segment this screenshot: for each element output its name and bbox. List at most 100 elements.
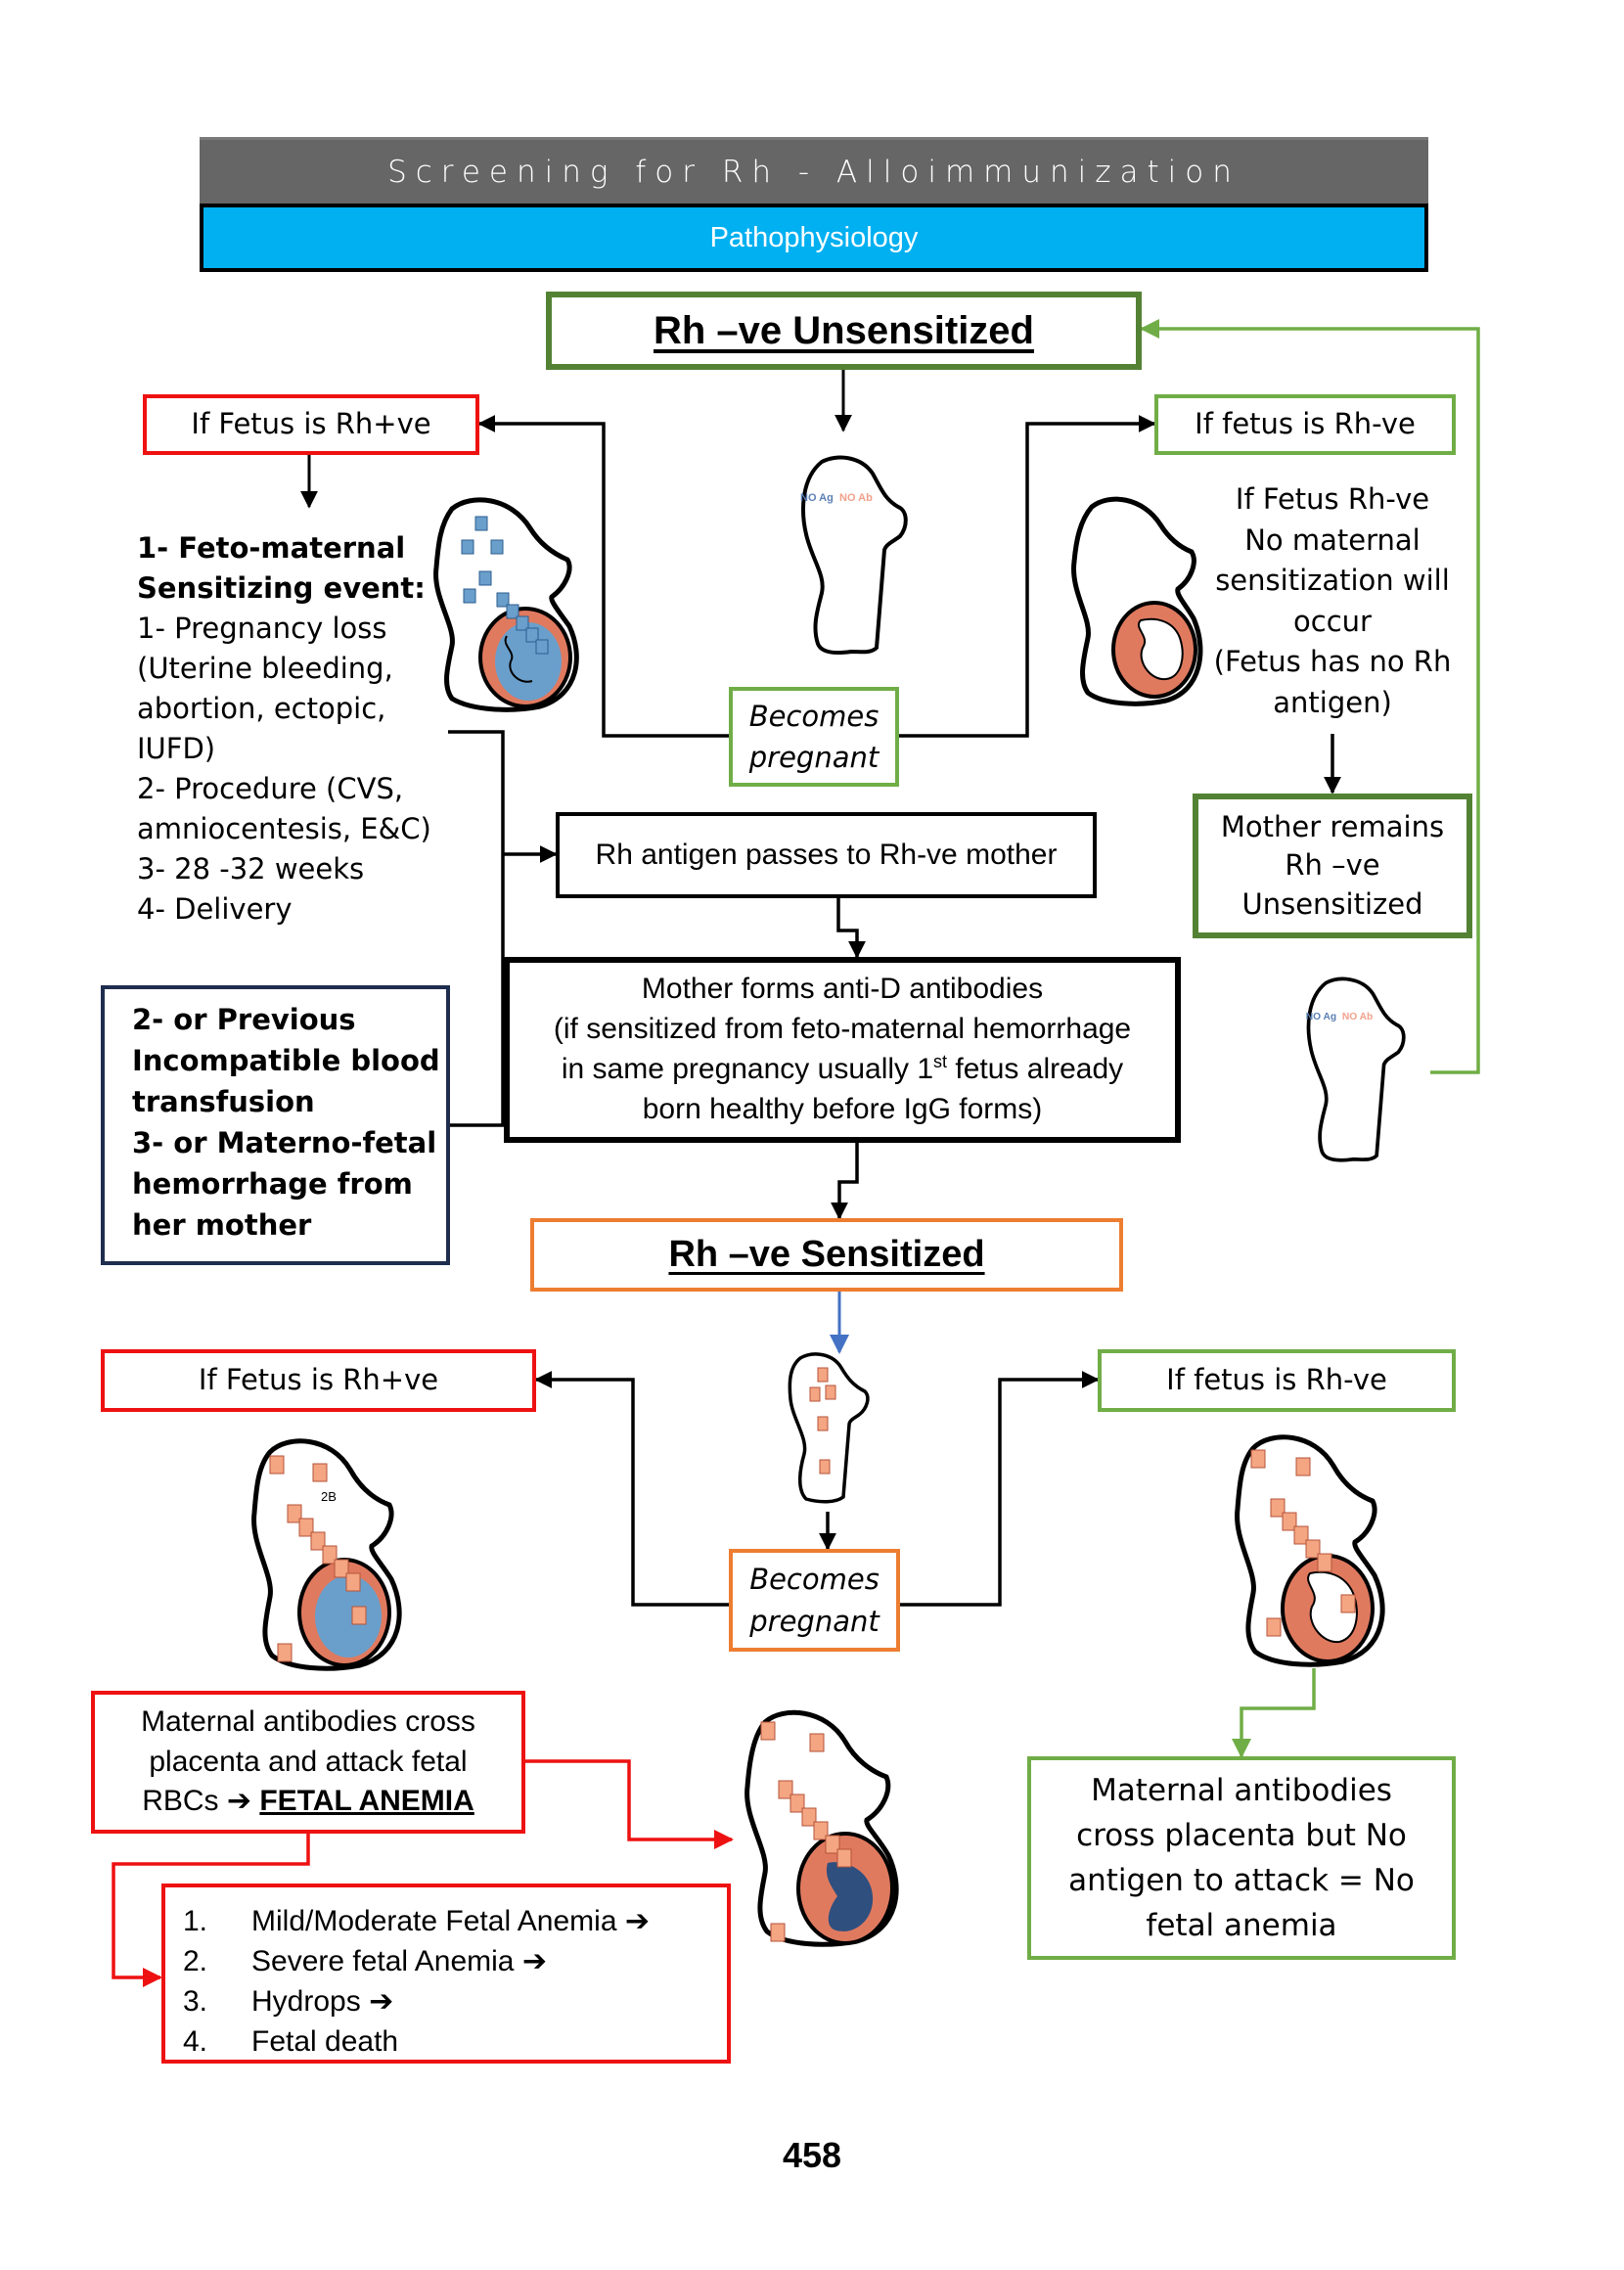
- event-line: amniocentesis, E&C): [137, 812, 431, 845]
- no-anemia-line: Maternal antibodies: [1091, 1773, 1392, 1808]
- attack-line1: Maternal antibodies cross: [141, 1704, 475, 1738]
- right-arrow-icon: ➔: [521, 1944, 547, 1978]
- pregnant-woman-rh-negative-antibodies-icon: [1235, 1434, 1385, 1667]
- other-cause-line: her mother: [132, 1208, 312, 1242]
- becomes-pregnant-box: Becomes pregnant: [729, 687, 899, 787]
- event-line: (Uterine bleeding,: [137, 652, 393, 685]
- no-fetal-anemia-box: Maternal antibodies cross placenta but N…: [1027, 1756, 1456, 1960]
- progression-text: Severe fetal Anemia: [251, 1945, 515, 1977]
- other-cause-line: Incompatible blood: [132, 1044, 440, 1077]
- progression-text: Hydrops: [251, 1985, 361, 2018]
- remains-line: Rh –ve: [1285, 848, 1380, 883]
- other-cause-line: hemorrhage from: [132, 1167, 413, 1201]
- event-line: 3- 28 -32 weeks: [137, 852, 365, 885]
- explanation-line: (Fetus has no Rh: [1213, 645, 1452, 678]
- events-heading-line1: 1- Feto-maternal: [137, 531, 406, 565]
- unsensitized-title: Rh –ve Unsensitized: [653, 308, 1034, 352]
- event-line: 1- Pregnancy loss: [137, 612, 387, 645]
- attack-line3: RBCs ➔ FETAL ANEMIA: [142, 1782, 474, 1822]
- becomes-pregnant-line2: pregnant: [748, 741, 880, 774]
- no-anemia-line: antigen to attack = No: [1068, 1863, 1415, 1898]
- page-number: 458: [782, 2135, 842, 2175]
- event-line: abortion, ectopic,: [137, 692, 386, 725]
- progression-num: 2.: [183, 1945, 208, 1977]
- rh-positive-fetus-label: If Fetus is Rh+ve: [191, 407, 431, 441]
- no-anemia-line: cross placenta but No: [1076, 1818, 1407, 1853]
- pregnant-woman-rh-negative-fetus-icon: [1071, 496, 1203, 706]
- progression-item: 4. Fetal death: [183, 2021, 727, 2062]
- nonpregnant-woman-figure-icon: NO Ag NO Ab: [800, 455, 908, 655]
- pregnant-woman-hydrops-fetus-icon: [744, 1709, 899, 1947]
- anti-d-line3-pre: in same pregnancy usually 1: [561, 1053, 934, 1085]
- pregnant-woman-rh-positive-fetus-icon: [433, 497, 579, 712]
- page-header-title: Screening for Rh - Alloimmunization: [200, 137, 1428, 204]
- sensitized-rh-positive-fetus-box: If Fetus is Rh+ve: [101, 1349, 536, 1412]
- becomes-pregnant-line1: Becomes: [749, 1563, 880, 1597]
- pregnant-woman-antibody-attack-icon: 2B: [251, 1438, 402, 1671]
- attack-line3-pre: RBCs: [142, 1785, 219, 1818]
- explanation-line: occur: [1293, 604, 1372, 638]
- figure-tag-2b: 2B: [321, 1489, 337, 1504]
- sensitized-woman-figure-icon: [788, 1352, 870, 1504]
- anti-d-line1: Mother forms anti-D antibodies: [641, 973, 1044, 1006]
- becomes-pregnant-line2: pregnant: [749, 1604, 880, 1638]
- right-arrow-icon: ➔: [624, 1904, 650, 1938]
- no-antibody-label: NO Ab: [839, 492, 873, 504]
- right-arrow-icon: ➔: [369, 1984, 394, 2019]
- other-cause-line: 3- or Materno-fetal: [132, 1126, 437, 1159]
- attack-line2: placenta and attack fetal: [149, 1745, 468, 1778]
- unsensitized-title-box: Rh –ve Unsensitized: [546, 292, 1142, 370]
- anti-d-line3-post: fetus already: [947, 1053, 1124, 1085]
- event-line: 4- Delivery: [137, 892, 293, 926]
- progression-text: Mild/Moderate Fetal Anemia: [251, 1905, 617, 1937]
- event-line: IUFD): [137, 732, 216, 765]
- connector-events-bracket: [448, 730, 505, 1127]
- sensitized-title: Rh –ve Sensitized: [668, 1234, 985, 1275]
- explanation-line: No maternal: [1244, 522, 1421, 557]
- anti-d-line4: born healthy before IgG forms): [642, 1092, 1043, 1125]
- other-sensitizing-causes-box: 2- or Previous Incompatible blood transf…: [101, 985, 450, 1265]
- right-arrow-icon: ➔: [226, 1784, 252, 1819]
- progression-num: 3.: [183, 1985, 208, 2018]
- arrow-pregnant2-to-rhneg: [899, 1371, 1100, 1607]
- anti-d-antibodies-box: Mother forms anti-D antibodies (if sensi…: [504, 957, 1181, 1143]
- progression-num: 4.: [183, 2025, 208, 2058]
- sensitized-becomes-pregnant-box: Becomes pregnant: [729, 1549, 900, 1652]
- arrow-pregnant2-to-rhpos: [534, 1371, 729, 1607]
- sensitized-title-box: Rh –ve Sensitized: [530, 1218, 1123, 1292]
- explanation-line: If Fetus Rh-ve: [1235, 482, 1430, 516]
- anemia-progression-list: 1. Mild/Moderate Fetal Anemia ➔ 2. Sever…: [161, 1884, 731, 2064]
- sensitized-rh-negative-fetus-box: If fetus is Rh-ve: [1098, 1349, 1456, 1412]
- rh-negative-fetus-label: If fetus is Rh-ve: [1195, 407, 1416, 441]
- anti-d-line3: in same pregnancy usually 1st fetus alre…: [562, 1050, 1123, 1090]
- other-cause-line: 2- or Previous: [132, 1003, 356, 1036]
- no-antigen-label: NO Ag: [1306, 1012, 1336, 1022]
- explanation-line: antigen): [1273, 685, 1392, 719]
- section-subtitle: Pathophysiology: [200, 204, 1428, 272]
- antibodies-attack-box: Maternal antibodies cross placenta and a…: [91, 1691, 525, 1834]
- progression-text: Fetal death: [251, 2025, 399, 2058]
- becomes-pregnant-line1: Becomes: [748, 699, 880, 733]
- remains-line: Mother remains: [1220, 810, 1445, 844]
- rh-negative-explanation: If Fetus Rh-ve No maternal sensitization…: [1195, 479, 1469, 723]
- arrow-antigen-to-antid: [836, 896, 866, 959]
- mother-remains-unsensitized-box: Mother remains Rh –ve Unsensitized: [1193, 794, 1472, 938]
- antigen-passes-box: Rh antigen passes to Rh-ve mother: [556, 812, 1097, 898]
- progression-item: 3. Hydrops ➔: [183, 1981, 727, 2021]
- progression-item: 1. Mild/Moderate Fetal Anemia ➔: [183, 1901, 727, 1941]
- no-anemia-line: fetal anemia: [1146, 1908, 1337, 1943]
- event-line: 2- Procedure (CVS,: [137, 772, 404, 805]
- sensitized-rh-positive-label: If Fetus is Rh+ve: [198, 1363, 439, 1397]
- sensitizing-events-list: 1- Feto-maternal Sensitizing event: 1- P…: [137, 528, 450, 930]
- rh-positive-fetus-box: If Fetus is Rh+ve: [143, 394, 479, 455]
- nonpregnant-woman-figure-icon: NO Ag NO Ab: [1306, 976, 1406, 1162]
- sensitized-rh-negative-label: If fetus is Rh-ve: [1166, 1363, 1387, 1397]
- arrow-antid-to-sensitized: [831, 1141, 859, 1220]
- explanation-line: sensitization will: [1215, 564, 1450, 597]
- arrow-rhneg-to-no-anemia: [1232, 1668, 1316, 1758]
- anti-d-line3-sup: st: [933, 1052, 948, 1071]
- no-antigen-label: NO Ag: [800, 492, 834, 504]
- events-heading-line2: Sensitizing event:: [137, 571, 426, 605]
- rh-negative-fetus-box: If fetus is Rh-ve: [1154, 394, 1456, 455]
- progression-num: 1.: [183, 1905, 208, 1937]
